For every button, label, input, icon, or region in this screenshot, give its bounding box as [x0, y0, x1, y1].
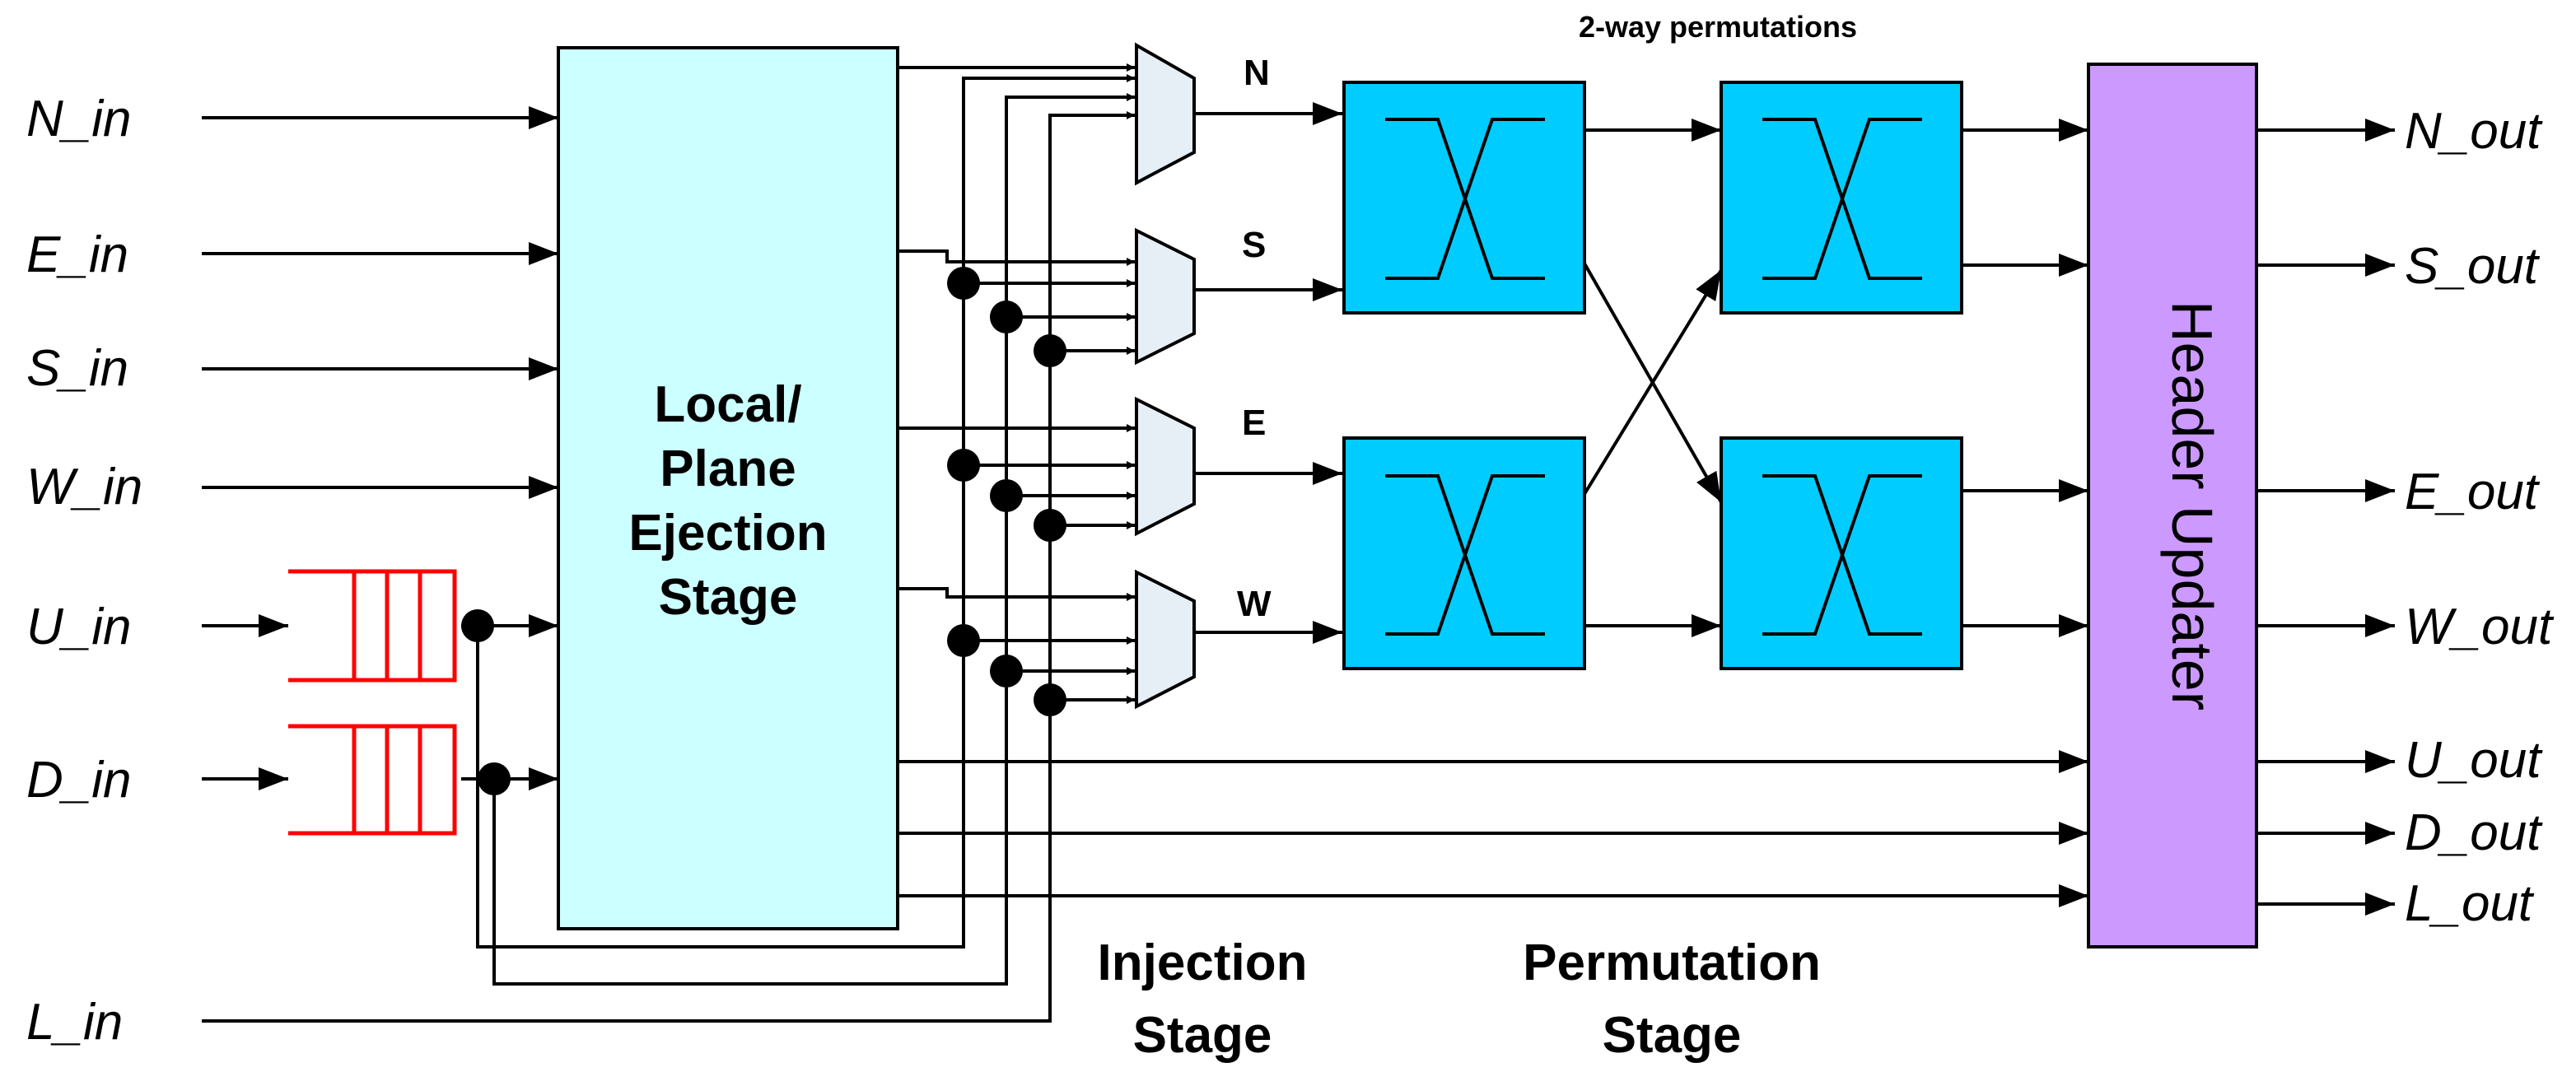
input-label-d: D_in [26, 752, 132, 809]
injection-stage-label-line2: Stage [1133, 1007, 1272, 1064]
mux-label-s: S [1242, 225, 1266, 265]
ejection-label-line4: Stage [659, 569, 798, 626]
mux-w [1135, 569, 1342, 710]
junction-dots [461, 267, 1066, 795]
input-label-s: S_in [26, 340, 128, 397]
d-input-buffer [288, 724, 457, 836]
output-label-s: S_out [2405, 238, 2541, 295]
header-updater-label: Header Updater [2160, 301, 2224, 711]
permutation-stage-label-line2: Stage [1603, 1007, 1742, 1064]
ejection-stage-block [557, 46, 899, 930]
mux-e [1135, 396, 1342, 537]
u-input-buffer [288, 569, 457, 683]
mux-n [1135, 42, 1342, 186]
output-arrows [2256, 119, 2395, 916]
output-label-n: N_out [2405, 103, 2543, 160]
mux-label-e: E [1242, 403, 1266, 443]
permutation-switch-1 [1342, 81, 1586, 315]
injection-stage-label-line1: Injection [1098, 935, 1308, 991]
bypass-wires [202, 74, 1135, 1023]
input-label-w: W_in [26, 459, 142, 515]
ejection-label-line3: Ejection [628, 505, 827, 562]
input-arrows [202, 106, 558, 790]
mux-label-n: N [1244, 53, 1270, 93]
d-buffer-frame [288, 724, 457, 836]
mux-label-w: W [1237, 584, 1272, 624]
permutation-switch-3 [1720, 81, 1963, 315]
input-label-n: N_in [26, 91, 132, 147]
output-label-d: D_out [2405, 804, 2543, 861]
permutation-switch-2 [1342, 436, 1586, 670]
input-label-l: L_in [26, 994, 123, 1051]
permutation-stage-label-line1: Permutation [1523, 935, 1821, 991]
input-label-e: E_in [26, 226, 128, 283]
input-label-u: U_in [26, 599, 132, 655]
output-label-u: U_out [2405, 732, 2543, 789]
header-updater-block [2087, 63, 2258, 949]
u-buffer-frame [288, 569, 457, 683]
output-label-l: L_out [2405, 875, 2535, 932]
permutation-title: 2-way permutations [1579, 10, 1857, 44]
mux-s [1135, 227, 1342, 366]
ejection-output-wires [898, 63, 2088, 907]
permutation-switch-4 [1720, 436, 1963, 670]
ejection-label-line2: Plane [660, 440, 796, 497]
output-label-e: E_out [2405, 464, 2541, 520]
output-label-w: W_out [2405, 599, 2555, 655]
ejection-label-line1: Local/ [654, 376, 801, 433]
permutation-wires [1583, 119, 2088, 637]
